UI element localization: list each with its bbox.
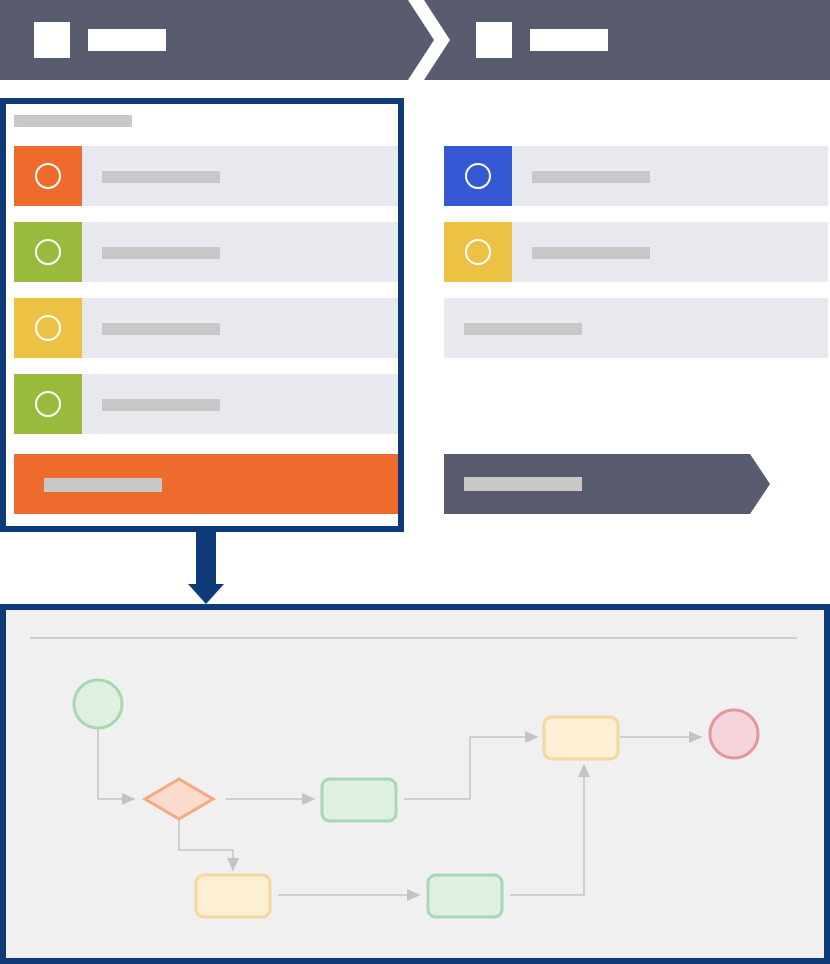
list-item-label xyxy=(532,247,650,259)
step-2-label xyxy=(530,29,608,51)
gateway[interactable] xyxy=(142,777,216,821)
list-item-label xyxy=(532,171,650,183)
connector xyxy=(178,820,239,872)
primary-action-button[interactable] xyxy=(14,454,398,514)
step-2-square-icon xyxy=(476,22,512,58)
list-item-label xyxy=(102,323,220,335)
circle-icon xyxy=(35,315,61,341)
flow-panel xyxy=(0,604,830,964)
step-1-square-icon xyxy=(34,22,70,58)
connector xyxy=(404,731,539,800)
list-item-label xyxy=(464,323,582,335)
down-arrow-icon xyxy=(188,532,224,604)
step-1-label xyxy=(88,29,166,51)
end-event[interactable] xyxy=(708,708,760,760)
list-item-3[interactable] xyxy=(14,298,398,358)
connector xyxy=(97,728,136,805)
next-step-button[interactable] xyxy=(444,454,774,514)
step-header xyxy=(0,0,830,80)
primary-action-label xyxy=(44,478,162,492)
task-3[interactable] xyxy=(194,873,272,919)
list-item-right-3[interactable] xyxy=(444,298,828,358)
list-item-label xyxy=(102,247,220,259)
circle-icon xyxy=(35,391,61,417)
connector xyxy=(510,763,590,896)
left-panel-title xyxy=(14,115,132,127)
list-item-right-1[interactable] xyxy=(444,146,828,206)
start-event[interactable] xyxy=(72,678,124,730)
step-1-chevron[interactable] xyxy=(0,0,434,80)
circle-icon xyxy=(35,239,61,265)
circle-icon xyxy=(465,163,491,189)
swatch-yellow xyxy=(444,222,512,282)
list-item-1[interactable] xyxy=(14,146,398,206)
task-1[interactable] xyxy=(320,777,398,823)
swatch-orange xyxy=(14,146,82,206)
next-step-label xyxy=(464,477,582,491)
task-2[interactable] xyxy=(542,715,620,761)
circle-icon xyxy=(465,239,491,265)
list-item-label xyxy=(102,399,220,411)
list-item-label xyxy=(102,171,220,183)
swatch-blue xyxy=(444,146,512,206)
task-4[interactable] xyxy=(426,873,504,919)
list-item-2[interactable] xyxy=(14,222,398,282)
circle-icon xyxy=(35,163,61,189)
swatch-green xyxy=(14,374,82,434)
list-item-4[interactable] xyxy=(14,374,398,434)
list-item-right-2[interactable] xyxy=(444,222,828,282)
step-2-chevron[interactable] xyxy=(424,0,830,80)
swatch-green xyxy=(14,222,82,282)
swatch-yellow xyxy=(14,298,82,358)
